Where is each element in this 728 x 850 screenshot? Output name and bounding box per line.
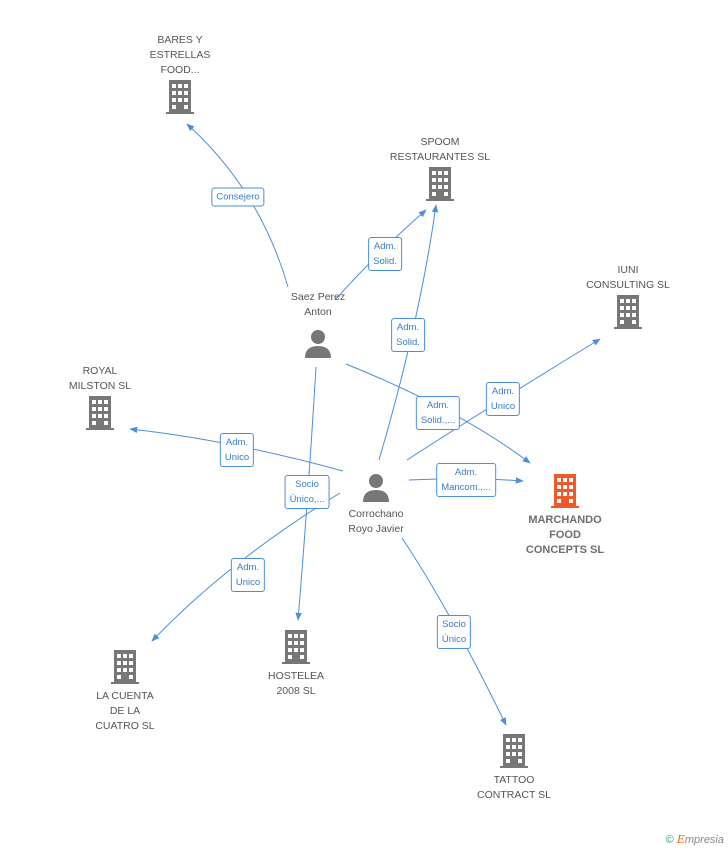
edge-label-line: Único,... — [289, 494, 325, 505]
node-label-line: CONCEPTS SL — [525, 544, 605, 556]
brand-credit: © Empresia — [666, 833, 724, 846]
node-label-line: Saez Perez — [290, 291, 346, 303]
company-node-bares[interactable]: BARES Y ESTRELLAS FOOD... — [130, 33, 230, 119]
node-label-line: LA CUENTA — [96, 690, 154, 702]
company-node-cuenta[interactable]: LA CUENTA DE LA CUATRO SL — [75, 648, 175, 734]
brand-name: mpresia — [684, 834, 724, 846]
edge-label-line: Adm. — [236, 562, 260, 573]
edge-label-line: Único — [441, 634, 467, 645]
edge-label-line: Mancom.,... — [441, 482, 491, 493]
node-label-line: HOSTELEA — [267, 670, 325, 682]
building-icon-highlighted — [551, 474, 579, 508]
node-label-line: DE LA — [109, 705, 141, 717]
node-label-line: ESTRELLAS — [149, 49, 211, 61]
person-icon — [363, 474, 389, 502]
building-icon — [166, 80, 194, 114]
node-label-line: 2008 SL — [276, 685, 316, 697]
edge-label-saez-spoom[interactable]: Adm. Solid. — [368, 237, 402, 271]
company-node-iuni[interactable]: IUNI CONSULTING SL — [578, 263, 678, 334]
edge-label-consejero-line1: Consejero — [216, 191, 260, 203]
edge-label-line: Socio — [442, 619, 466, 630]
node-label-line: MARCHANDO — [528, 514, 602, 526]
edge-label-line: Adm. — [491, 386, 515, 397]
copyright-icon: © — [665, 834, 674, 846]
node-label-line: Royo Javier — [348, 523, 404, 535]
company-node-royal[interactable]: ROYAL MILSTON SL — [50, 364, 150, 435]
company-node-tattoo[interactable]: TATTOO CONTRACT SL — [464, 732, 564, 803]
edge-label-line: Socio — [295, 479, 319, 490]
edge-label-line: Unico — [235, 577, 261, 588]
node-label-line: BARES Y — [157, 34, 203, 46]
node-label-line: MILSTON SL — [68, 380, 132, 392]
company-node-marchando[interactable]: MARCHANDO FOOD CONCEPTS SL — [510, 472, 620, 558]
edge-label-line: Adm. — [396, 322, 420, 333]
edge-label-corro-royal[interactable]: Adm. Unico — [219, 433, 255, 467]
edge-label-corro-marchando[interactable]: Adm. Mancom.,... — [436, 463, 496, 497]
edge-label-line: Unico — [224, 452, 250, 463]
node-label-line: Corrochano — [348, 508, 404, 520]
node-label-line: IUNI — [617, 264, 639, 276]
node-label-line: RESTAURANTES SL — [389, 151, 491, 163]
building-icon — [614, 295, 642, 329]
edge-label-line: Solid. — [396, 337, 420, 348]
brand-initial: E — [676, 833, 685, 846]
building-icon — [111, 650, 139, 684]
company-node-hostelea[interactable]: HOSTELEA 2008 SL — [246, 628, 346, 699]
edge-label-line: Adm. — [454, 467, 478, 478]
building-icon — [86, 396, 114, 430]
edge-label-line: Solid. — [373, 256, 397, 267]
edge-label-line: Adm. — [426, 400, 450, 411]
edge-label-line: Adm. — [225, 437, 249, 448]
company-node-spoom[interactable]: SPOOM RESTAURANTES SL — [380, 135, 500, 206]
edge-label-consejero[interactable]: Consejero — [211, 187, 265, 207]
node-label-line: FOOD... — [160, 64, 200, 76]
edge-label-line: Adm. — [373, 241, 397, 252]
node-label-line: ROYAL — [82, 365, 118, 377]
node-label-line: SPOOM — [420, 136, 460, 148]
edge-label-saez-marchando[interactable]: Adm. Solid.,... — [415, 396, 461, 430]
node-label-line: CUATRO SL — [95, 720, 155, 732]
building-icon — [426, 167, 454, 201]
node-label-line: FOOD — [549, 529, 581, 541]
node-label-line: Anton — [304, 306, 332, 318]
building-icon — [500, 734, 528, 768]
edge-label-line: Solid.,... — [420, 415, 456, 426]
edge-label-line: Unico — [490, 401, 516, 412]
edge-label-corro-spoom[interactable]: Adm. Solid. — [391, 318, 425, 352]
building-icon — [282, 630, 310, 664]
node-label-line: TATTOO — [493, 774, 535, 786]
node-label-line: CONSULTING SL — [586, 279, 670, 291]
edge-label-corro-iuni[interactable]: Adm. Unico — [485, 382, 521, 416]
edge-label-corro-cuenta[interactable]: Adm. Unico — [230, 558, 266, 592]
person-icon — [305, 330, 331, 358]
node-label-line: CONTRACT SL — [477, 789, 551, 801]
